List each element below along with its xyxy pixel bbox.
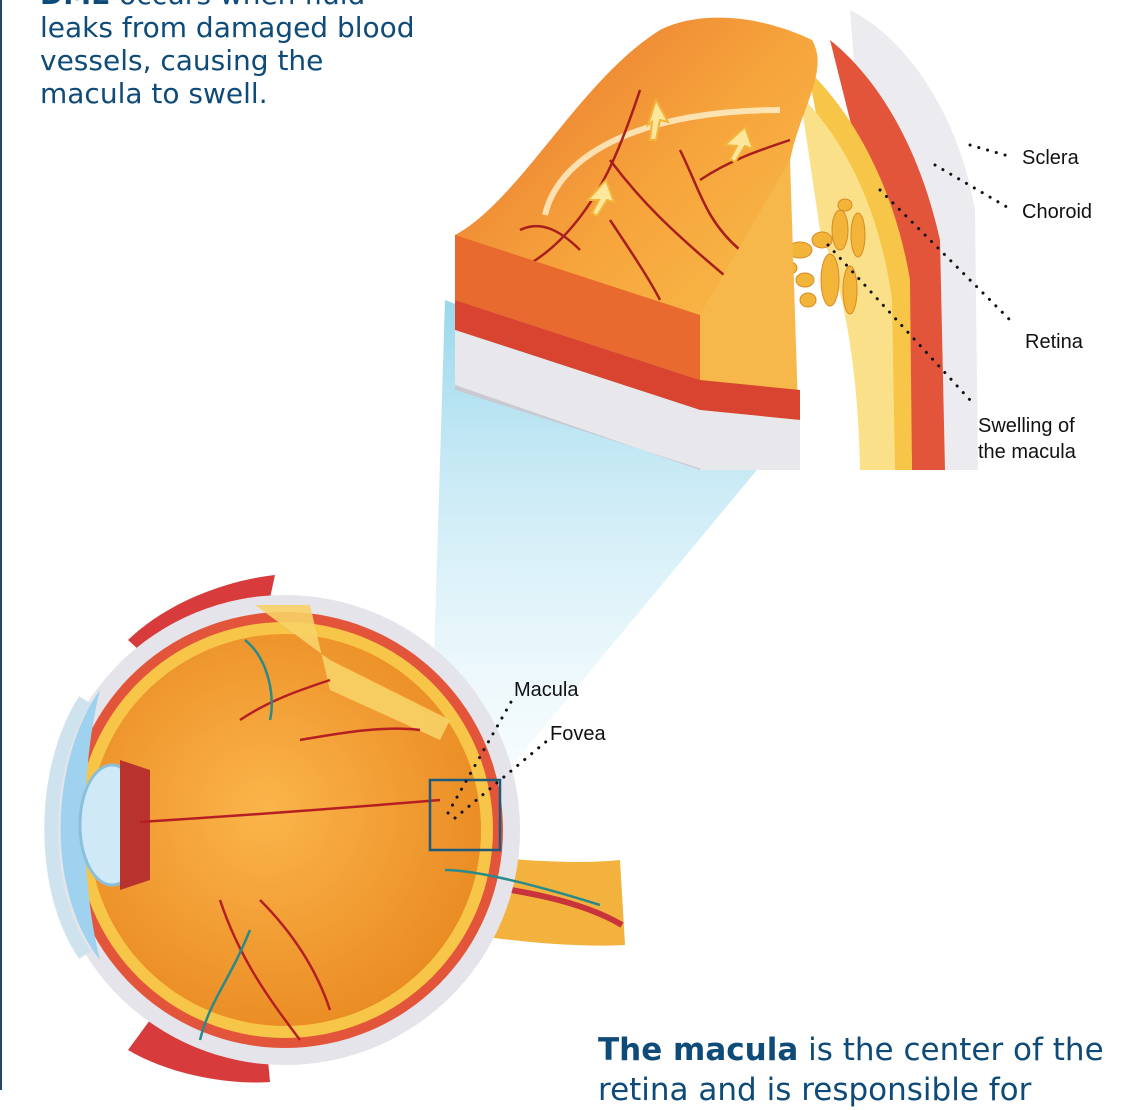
label-fovea: Fovea <box>550 722 606 746</box>
retina-cross-section <box>455 10 978 470</box>
label-sclera: Sclera <box>1022 146 1079 170</box>
label-retina: Retina <box>1025 330 1083 354</box>
label-macula: Macula <box>514 678 578 702</box>
outro-body-line2: retina and is responsible for <box>598 1072 1031 1108</box>
label-swelling-line2: the macula <box>978 440 1076 464</box>
outro-body: is the center of the <box>798 1032 1103 1068</box>
label-choroid: Choroid <box>1022 200 1092 224</box>
outro-bold-term: The macula <box>598 1032 798 1068</box>
outro-paragraph: The macula is the center of the retina a… <box>598 1030 1137 1110</box>
label-swelling-line1: Swelling of <box>978 414 1075 438</box>
